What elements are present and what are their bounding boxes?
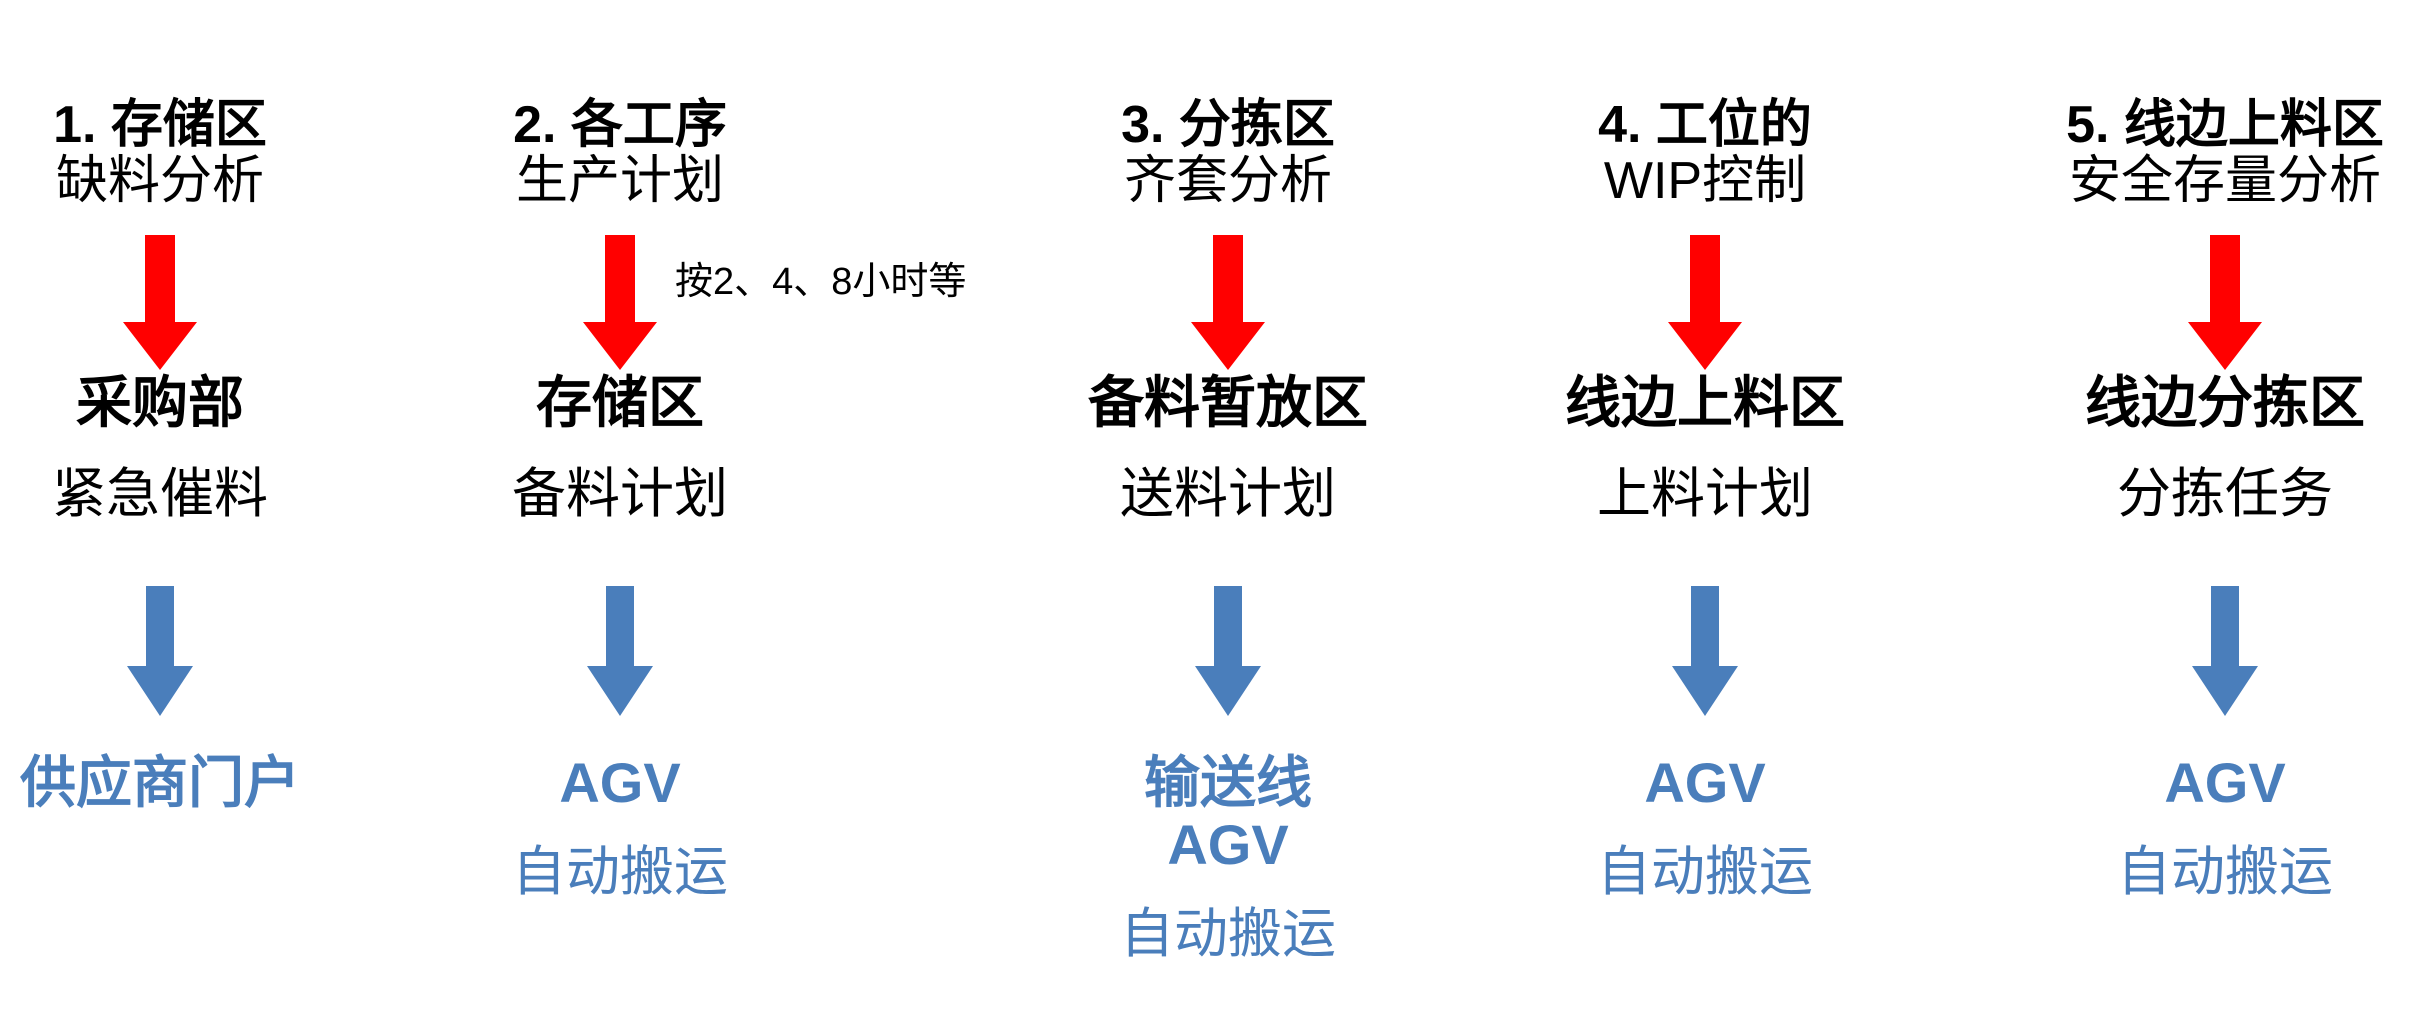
column-2-mid-subtitle: 备料计划 [512,464,728,524]
arrow-head [123,322,197,370]
column-5-mid-title: 线边分拣区 [2085,371,2365,434]
column-3-bottom-title2: AGV [1167,813,1289,876]
blue-down-arrow [2192,586,2258,716]
arrow-head [2188,322,2262,370]
column-3-bottom-label: 自动搬运 [1120,904,1336,964]
arrow-stem [2211,586,2239,666]
column-3-step-title: 3. 分拣区 [1121,96,1335,154]
arrow-head [1195,666,1261,716]
arrow-stem [146,586,174,666]
column-2-step-subtitle: 生产计划 [515,152,724,210]
column-4-mid-subtitle: 上料计划 [1597,464,1813,524]
arrow-head [1668,322,1742,370]
flow-column-2: 2. 各工序 生产计划 按2、4、8小时等 存储区 备料计划 AGV 自动搬运 [380,0,966,1013]
arrow-head [2192,666,2258,716]
red-down-arrow [583,235,657,370]
column-2-step-title: 2. 各工序 [513,96,727,154]
blue-down-arrow [587,586,653,716]
arrow-stem [606,586,634,666]
column-4-bottom-label: 自动搬运 [1597,842,1813,902]
red-arrow-label: 按2、4、8小时等 [675,261,967,303]
arrow-stem [1214,586,1242,666]
red-down-arrow [1191,235,1265,370]
arrow-stem [2210,235,2240,322]
column-1-mid-title: 采购部 [76,371,244,434]
column-1-step-title: 1. 存储区 [53,96,267,154]
column-3-bottom-title: 输送线 [1144,751,1312,814]
column-2-bottom-title: AGV [559,751,681,814]
column-4-bottom-title: AGV [1644,751,1766,814]
arrow-stem [1213,235,1243,322]
column-5-bottom-title: AGV [2164,751,2286,814]
arrow-stem [1690,235,1720,322]
arrow-head [127,666,193,716]
blue-down-arrow [127,586,193,716]
arrow-head [583,322,657,370]
blue-down-arrow [1195,586,1261,716]
column-4-step-title: 4. 工位的 [1598,96,1812,154]
arrow-head [1191,322,1265,370]
flow-column-3: 3. 分拣区 齐套分析 备料暂放区 送料计划 输送线 AGV 自动搬运 [988,0,1468,1013]
arrow-stem [145,235,175,322]
arrow-head [587,666,653,716]
blue-down-arrow [1672,586,1738,716]
column-2-bottom-block: AGV 自动搬运 [380,751,860,903]
flow-column-5: 5. 线边上料区 安全存量分析 线边分拣区 分拣任务 AGV 自动搬运 [1985,0,2422,1013]
column-4-step-subtitle: WIP控制 [1603,152,1807,210]
arrow-head [1672,666,1738,716]
flow-column-4: 4. 工位的 WIP控制 线边上料区 上料计划 AGV 自动搬运 [1465,0,1945,1013]
red-down-arrow [2188,235,2262,370]
column-1-bottom-title: 供应商门户 [20,751,300,814]
column-4-bottom-block: AGV 自动搬运 [1465,751,1945,903]
column-3-mid-title: 备料暂放区 [1088,371,1368,434]
column-3-mid-subtitle: 送料计划 [1120,464,1336,524]
column-5-step-title: 5. 线边上料区 [2066,96,2384,154]
column-3-step-subtitle: 齐套分析 [1123,152,1332,210]
flow-column-1: 1. 存储区 缺料分析 采购部 紧急催料 供应商门户 [0,0,400,1013]
arrow-stem [605,235,635,322]
column-4-mid-title: 线边上料区 [1565,371,1845,434]
column-2-bottom-label: 自动搬运 [512,842,728,902]
column-1-bottom-block: 供应商门户 [0,752,400,814]
arrow-stem [1691,586,1719,666]
column-1-mid-subtitle: 紧急催料 [52,464,268,524]
column-1-step-subtitle: 缺料分析 [55,152,264,210]
column-5-step-subtitle: 安全存量分析 [2068,152,2381,210]
red-down-arrow [123,235,197,370]
column-5-bottom-block: AGV 自动搬运 [1985,751,2422,903]
column-3-bottom-block: 输送线 AGV 自动搬运 [988,751,1468,965]
red-down-arrow [1668,235,1742,370]
column-5-bottom-label: 自动搬运 [2117,842,2333,902]
column-2-mid-title: 存储区 [536,371,704,434]
column-5-mid-subtitle: 分拣任务 [2117,464,2333,524]
